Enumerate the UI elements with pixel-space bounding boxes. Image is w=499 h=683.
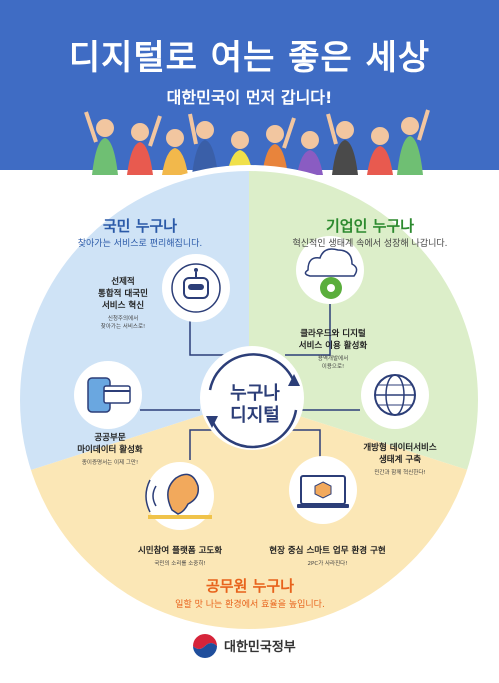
- laptop-icon: [289, 456, 357, 524]
- item-sub-line: 찾아가는 서비스로!: [100, 324, 146, 330]
- item-open-data: 개방형 데이터서비스 생태계 구축 민간과 함께 혁신한다!: [345, 442, 455, 477]
- item-title-line: 개방형 데이터서비스: [363, 443, 437, 453]
- business-section-title: 기업인 누구나: [325, 217, 415, 235]
- person-figure: [367, 127, 393, 175]
- globe-icon: [361, 361, 429, 429]
- item-title-line: 클라우드와 디지털: [300, 329, 366, 339]
- connector-lines: [140, 300, 360, 460]
- item-sub-line: 2PC가 사라진다!: [307, 561, 348, 567]
- item-citizen-platform: 시민참여 플랫폼 고도화 국민의 소리를 소중히!: [120, 545, 240, 568]
- center-label: 누구나 디지털: [210, 383, 300, 427]
- item-cloud-service: 클라우드와 디지털 서비스 이용 활성화 용역개발에서 이용으로!: [283, 328, 383, 371]
- item-title-line: 서비스 혁신: [101, 301, 145, 311]
- person-figure: [326, 113, 358, 175]
- public-official-sector: [17, 400, 481, 630]
- cheering-crowd-illustration: [84, 109, 430, 175]
- item-title-line: 현장 중심 스마트 업무 환경 구현: [269, 546, 386, 556]
- digital-for-everyone-diagram: [14, 165, 484, 630]
- cloud-gear-icon: [296, 236, 364, 304]
- item-sub-line: 국민의 소리를 소중히!: [154, 561, 206, 567]
- item-sub-line: 용역개발에서: [317, 356, 349, 362]
- item-sub-line: 신청주의에서: [107, 316, 139, 322]
- robot-icon: [162, 254, 230, 322]
- center-label-line2: 디지털: [230, 405, 280, 426]
- business-section-description: 혁신적인 생태계 속에서 성장해 나갑니다.: [292, 239, 448, 249]
- item-title-line: 생태계 구축: [378, 455, 422, 465]
- item-sub-line: 이용으로!: [321, 364, 345, 370]
- person-figure: [297, 131, 323, 175]
- ear-icon: [145, 462, 214, 530]
- item-title-line: 통합적 대국민: [98, 289, 148, 299]
- item-smart-work: 현장 중심 스마트 업무 환경 구현 2PC가 사라진다!: [255, 545, 400, 568]
- person-figure: [397, 109, 430, 175]
- credit-card-icon: [74, 361, 142, 429]
- item-sub-line: 민간과 함께 혁신한다!: [374, 470, 426, 476]
- person-figure: [188, 113, 218, 175]
- item-sub-line: 종이증명서는 이제 그만!: [81, 460, 139, 466]
- item-title-line: 마이데이터 활성화: [77, 445, 143, 455]
- person-figure: [127, 115, 162, 175]
- government-emblem-logo: [193, 634, 217, 658]
- header-subtitle: 대한민국이 먼저 갑니다!: [166, 88, 333, 107]
- main-title: 디지털로 여는 좋은 세상: [68, 38, 431, 78]
- citizen-section-title: 국민 누구나: [102, 217, 178, 235]
- official-section-title: 공무원 누구나: [205, 577, 295, 595]
- item-title-line: 선제적: [111, 277, 135, 287]
- official-section-description: 일할 맛 나는 환경에서 효율을 높입니다.: [175, 600, 325, 610]
- header-banner: [0, 0, 499, 170]
- center-label-line1: 누구나: [230, 383, 280, 404]
- item-mydata: 공공부문 마이데이터 활성화 종이증명서는 이제 그만!: [55, 432, 165, 467]
- item-proactive-service: 선제적 통합적 대국민 서비스 혁신 신청주의에서 찾아가는 서비스로!: [78, 276, 168, 331]
- item-title-line: 서비스 이용 활성화: [298, 341, 368, 351]
- person-figure: [162, 129, 188, 175]
- item-title-line: 시민참여 플랫폼 고도화: [137, 546, 223, 556]
- item-title-line: 공공부문: [94, 433, 126, 443]
- person-figure: [84, 111, 118, 175]
- footer-government-name: 대한민국정부: [224, 640, 296, 655]
- center-circle: [200, 346, 304, 450]
- citizen-section-description: 찾아가는 서비스로 편리해집니다.: [77, 239, 203, 249]
